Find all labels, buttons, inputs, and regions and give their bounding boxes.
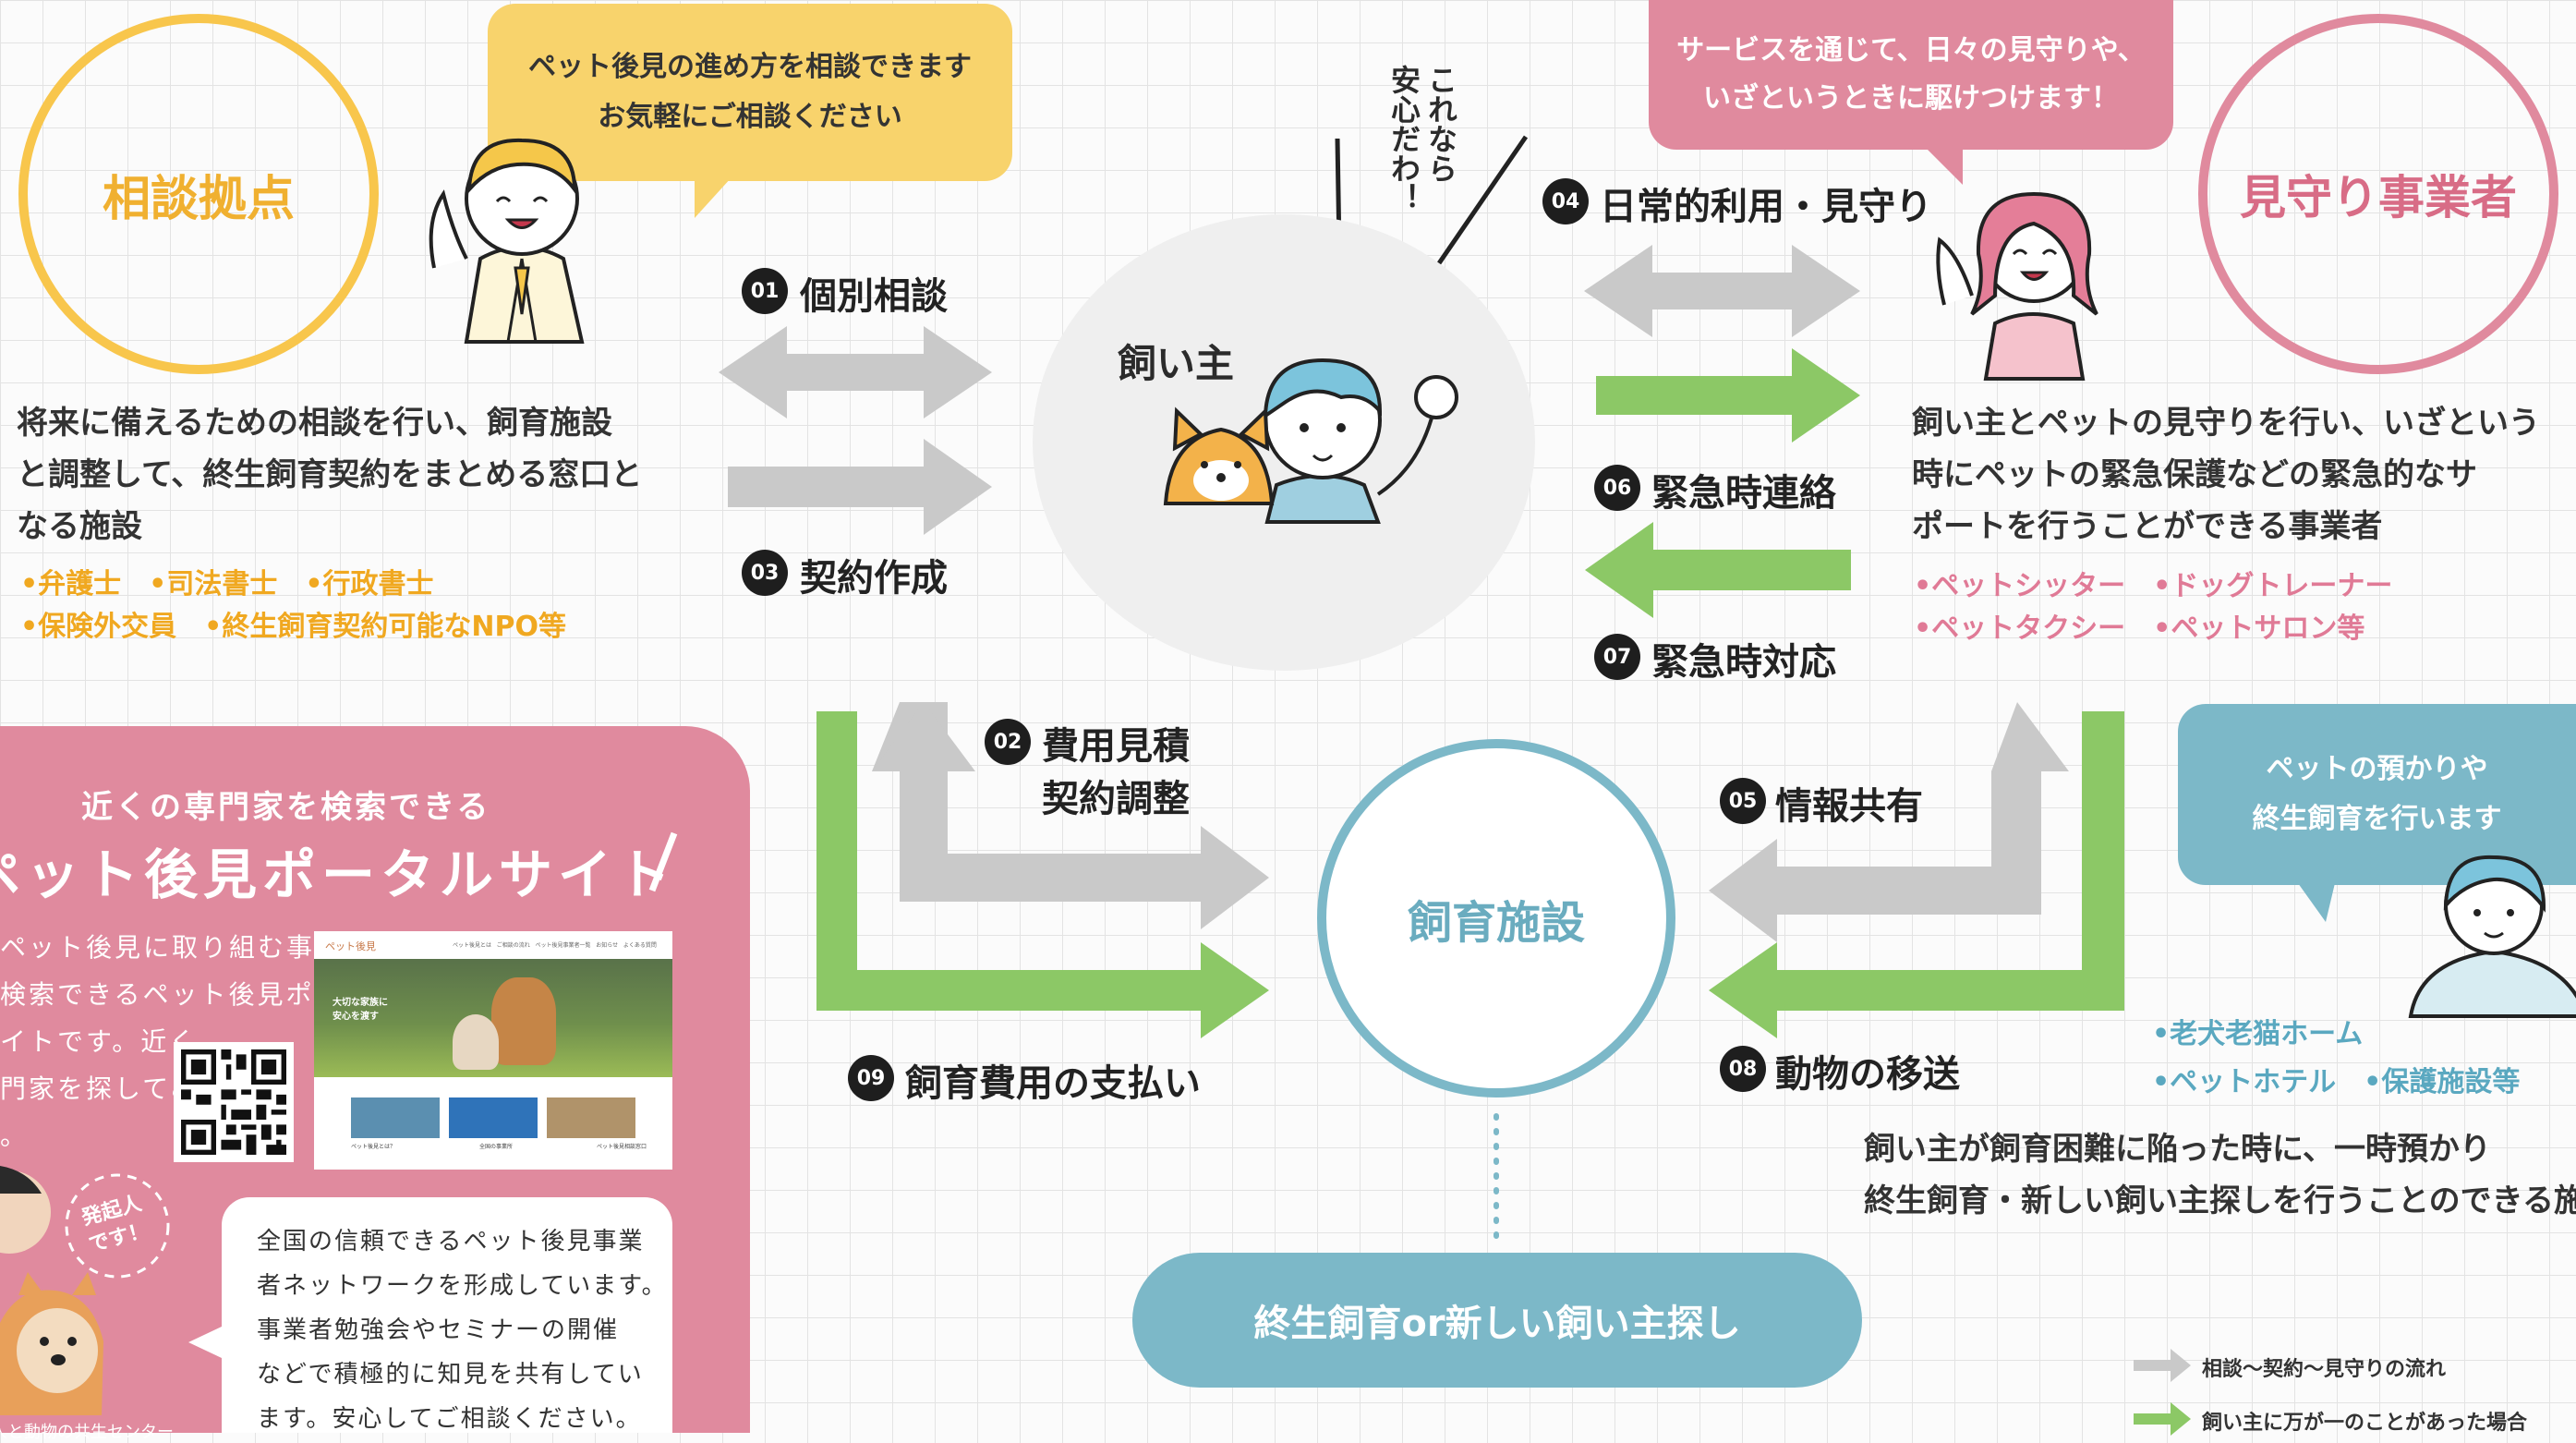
step-08-number: 08 (1720, 1046, 1766, 1092)
step-09-number: 09 (848, 1055, 894, 1101)
founder-speech-circle (65, 1173, 170, 1279)
arrow-06-right (1596, 348, 1860, 443)
owner-label: 飼い主 (1118, 341, 1235, 386)
arrow-04-double (1584, 245, 1860, 337)
consult-tags: •弁護士 •司法書士 •行政書士 •保険外交員 •終生飼育契約可能なNPO等 (20, 568, 566, 643)
step-03-number: 03 (742, 550, 788, 596)
arrow-01-double (719, 326, 992, 418)
step-02-label: 費用見積 (1042, 725, 1190, 768)
arrow-08-elbow (1709, 711, 2124, 1038)
facility-speech-bubble: ペットの預かりや 終生飼育を行います (2178, 704, 2576, 885)
portal-text: ペット後見に取り組む事 検索できるペット後見ポー イトです。近く 門家を探してみ… (0, 932, 344, 1151)
portal-subtitle: 近くの専門家を検索できる (81, 789, 491, 826)
site-hero-text: 大切な家族に 安心を渡す (333, 998, 388, 1022)
watch-node: 見守り事業者 (2198, 14, 2558, 374)
arrow-05-elbow (1709, 702, 2069, 942)
step-01-number: 01 (742, 268, 788, 314)
step-04-number: 04 (1542, 178, 1589, 224)
step-09-label: 飼育費用の支払い (905, 1062, 1201, 1105)
watch-label: 見守り事業者 (2240, 171, 2517, 224)
consult-description: 将来に備えるための相談を行い、飼育施設 と調整して、終生飼育契約をまとめる窓口と… (17, 405, 643, 545)
step-07-number: 07 (1594, 634, 1640, 680)
watcher-illustration (1936, 191, 2098, 381)
step-04-label: 日常的利用・見守り (1600, 186, 1932, 228)
facility-tags: •老犬老猫ホーム •ペットホテル •保護施設等 (2152, 1018, 2521, 1098)
consultant-illustration (429, 138, 585, 344)
portal-slash (648, 831, 678, 892)
step-02-number: 02 (985, 719, 1031, 765)
step-06-label: 緊急時連絡 (1651, 472, 1836, 515)
legend-grey-arrow (2134, 1349, 2191, 1382)
facility-description: 飼い主が飼育困難に陥った時に、一時預かり 終生飼育・新しい飼い主探しを行うことの… (1864, 1131, 2576, 1219)
site-hero-image: 大切な家族に 安心を渡す (314, 959, 672, 1077)
owner-remark: これなら 安心だわ！ (1386, 65, 1458, 212)
network-box (222, 1197, 672, 1433)
step-05-number: 05 (1720, 778, 1766, 824)
watch-bubble-tail (1926, 148, 1963, 185)
portal-title: ペット後見ポータルサイト (0, 843, 677, 906)
watch-speech-bubble: サービスを通じて、日々の見守りや、 いざというときに駆けつけます！ (1649, 0, 2173, 150)
step-03-label: 契約作成 (800, 557, 948, 600)
facility-node: 飼育施設 (1317, 739, 1675, 1097)
facility-bubble-tail (2298, 883, 2335, 922)
consult-speech-bubble: ペット後見の進め方を相談できます お気軽にご相談ください (488, 4, 1012, 181)
legend-green-label: 飼い主に万が一のことがあった場合 (2202, 1412, 2528, 1435)
step-06-number: 06 (1594, 465, 1640, 511)
step-08-label: 動物の移送 (1775, 1053, 1960, 1096)
portal-website-screenshot[interactable]: ペット後見 ペット後見とは ご相談の流れ ペット後見事業者一覧 お知らせ よくあ… (314, 931, 672, 1170)
founder-photo (0, 1166, 103, 1415)
watch-description: 飼い主とペットの見守りを行い、いざという 時にペットの緊急保護などの緊急的なサ … (1912, 405, 2540, 545)
watch-tags: •ペットシッター •ドッグトレーナー •ペットタクシー •ペットサロン等 (1914, 570, 2393, 645)
arrow-02-head (872, 702, 975, 771)
step-07-label: 緊急時対応 (1651, 641, 1836, 684)
caretaker-illustration (2408, 855, 2576, 1018)
network-box-tail (188, 1327, 222, 1358)
network-text: 全国の信頼できるペット後見事業 者ネットワークを形成しています。 事業者勉強会や… (257, 1228, 668, 1433)
consult-label: 相談拠点 (102, 171, 295, 227)
step-05-label: 情報共有 (1775, 785, 1923, 828)
consult-node: 相談拠点 (18, 14, 379, 374)
site-cards: ペット後見とは？ 全国の事業所 ペット後見相談窓口 (351, 1144, 647, 1150)
site-logo: ペット後見 (325, 940, 376, 952)
consult-bubble-tail (695, 177, 732, 218)
qr-code[interactable] (174, 1042, 294, 1162)
facility-label: 飼育施設 (1407, 897, 1585, 949)
arrow-07-left (1585, 522, 1851, 618)
founder-caption: 人と動物の共生センター (0, 1423, 174, 1442)
site-nav: ペット後見とは ご相談の流れ ペット後見事業者一覧 お知らせ よくある質問 (453, 942, 657, 949)
owner-illustration (1163, 358, 1458, 524)
result-label: 終生飼育or新しい飼い主探し (1253, 1303, 1741, 1345)
arrow-03-right (728, 439, 992, 535)
step-02-label-2: 契約調整 (1042, 778, 1190, 820)
legend-grey-label: 相談～契約～見守りの流れ (2202, 1358, 2447, 1381)
step-01-label: 個別相談 (800, 275, 948, 318)
arrow-09-elbow (816, 711, 1269, 1038)
legend-green-arrow (2134, 1402, 2191, 1436)
result-pill: 終生飼育or新しい飼い主探し (1132, 1253, 1862, 1388)
arrow-02-elbow (872, 702, 1269, 929)
